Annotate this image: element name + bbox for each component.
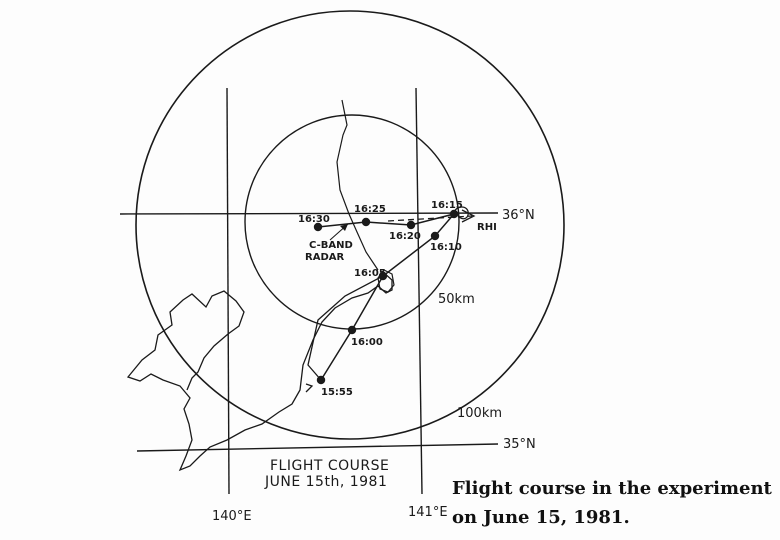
time-label-1610: 16:10 (430, 242, 462, 253)
latitude-line-36n (119, 212, 499, 215)
ring-label-50km: 50km (438, 292, 475, 307)
track-point-1615 (449, 209, 459, 219)
diagram-title-line2: JUNE 15th, 1981 (264, 474, 387, 490)
rhi-arrow (461, 209, 476, 223)
time-label-1555: 15:55 (321, 387, 353, 398)
time-label-1630: 16:30 (298, 214, 330, 225)
radar-pointer-head (340, 224, 348, 231)
longitude-label-141e: 141°E (408, 505, 448, 520)
flight-track-return (307, 275, 384, 381)
track-point-1600 (347, 325, 357, 335)
flight-track (317, 212, 457, 381)
track-point-1605 (378, 271, 388, 281)
track-arrow-1555 (305, 383, 314, 393)
radar-label-line2: RADAR (305, 252, 344, 263)
coastline (126, 271, 393, 472)
time-label-1600: 16:00 (351, 337, 383, 348)
lake-outline (377, 269, 395, 293)
latitude-label-35n: 35°N (503, 437, 536, 452)
latitude-line-35n (136, 443, 499, 452)
track-point-1630 (313, 222, 323, 232)
time-label-1625: 16:25 (354, 204, 386, 215)
rhi-scan-line (387, 215, 473, 222)
caption-line-2: on June 15, 1981. (452, 507, 630, 528)
radar-label-line1: C-BAND (309, 240, 353, 251)
river-line (336, 99, 379, 271)
range-ring-100km (135, 10, 565, 440)
latitude-label-36n: 36°N (502, 208, 535, 223)
track-point-1625 (361, 217, 371, 227)
rhi-label: RHI (477, 222, 497, 233)
time-label-1620: 16:20 (389, 231, 421, 242)
track-point-1620 (406, 220, 416, 230)
caption-line-1: Flight course in the experiment (452, 478, 772, 499)
track-point-1610 (430, 231, 440, 241)
longitude-line-141e (415, 87, 423, 495)
longitude-label-140e: 140°E (212, 509, 252, 524)
time-label-1615: 16:15 (431, 200, 463, 211)
ring-label-100km: 100km (457, 406, 502, 421)
track-point-1555 (316, 375, 326, 385)
longitude-line-140e (226, 87, 230, 495)
time-label-1605: 16:05 (354, 268, 386, 279)
diagram-title-line1: FLIGHT COURSE (270, 458, 389, 474)
